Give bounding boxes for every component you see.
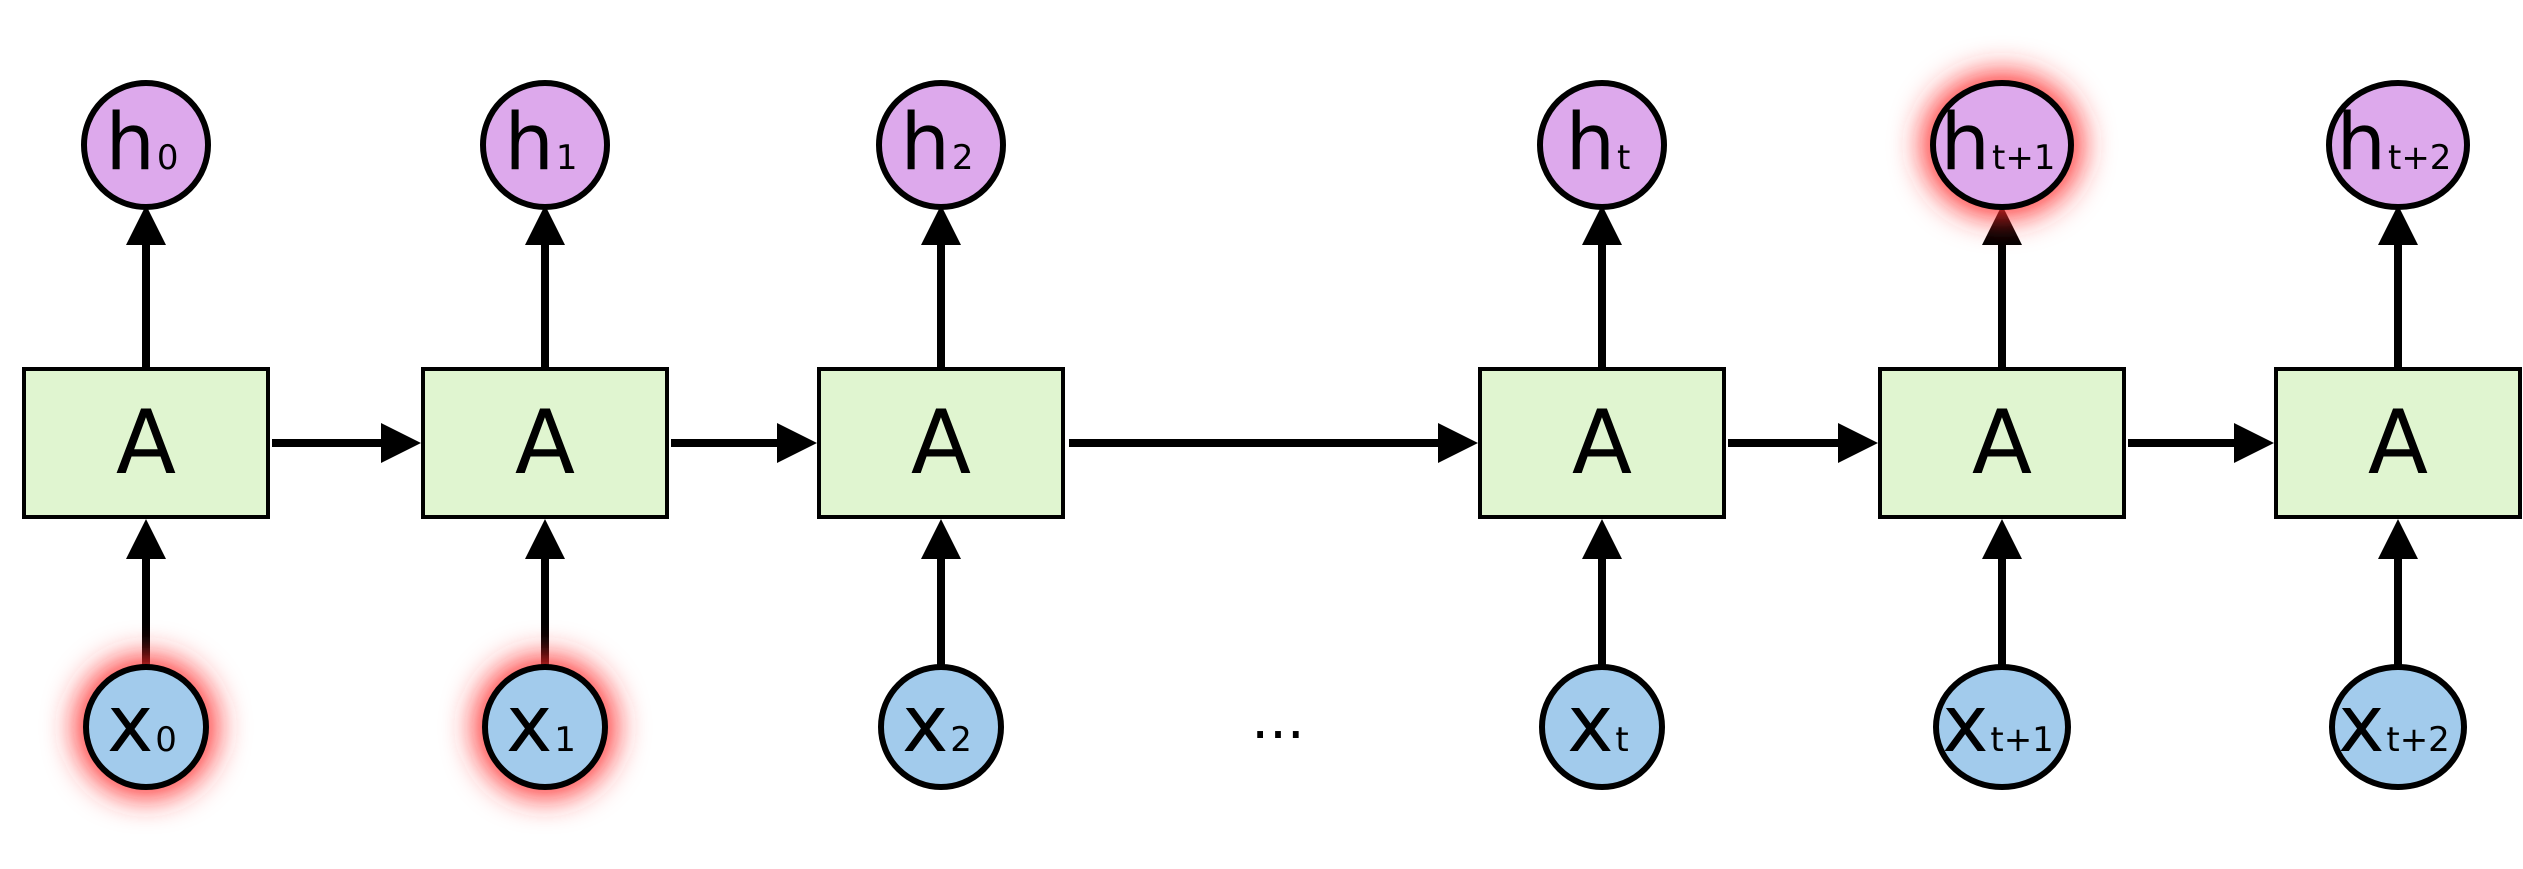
rnn-cell-1-label: A [515,391,575,494]
input-2-subscript: 2 [950,720,972,760]
connections-layer [126,205,2418,668]
input-5-circle [2329,664,2467,790]
hidden-state-2-circle [876,80,1006,210]
input-0-letter: x [107,680,153,770]
input-4-label: xt+1 [1942,680,2054,770]
hidden-state-4: ht+1 [1923,73,2081,217]
input-3-subscript: t [1615,720,1628,760]
input-arrow-3 [1582,519,1622,668]
input-2-circle [878,664,1004,790]
rnn-cell-2-box [817,367,1065,519]
input-3-label: xt [1567,680,1629,770]
recurrent-arrow-1 [671,423,817,463]
hidden-state-3-circle [1537,80,1667,210]
input-5: xt+2 [2329,664,2467,790]
hidden-state-3: ht [1537,80,1667,210]
hidden-state-4-subscript: t+1 [1992,138,2055,178]
rnn-cell-5-box [2274,367,2522,519]
recurrent-arrow-2 [1069,423,1478,463]
input-arrow-5 [2378,519,2418,668]
input-4-letter: x [1942,680,1988,770]
hidden-state-4-letter: h [1941,98,1990,188]
input-arrow-2 [921,519,961,668]
rnn-cell-1: A [421,367,669,519]
hidden-state-5-circle [2326,80,2470,210]
hidden-state-0: h0 [81,80,211,210]
input-5-label: xt+2 [2338,680,2450,770]
recurrent-arrow-0 [272,423,421,463]
rnn-cell-2: A [817,367,1065,519]
input-1-label: x1 [506,680,576,770]
recurrent-arrow-3 [1728,423,1878,463]
hidden-state-1-subscript: 1 [556,138,578,178]
hidden-state-5-letter: h [2337,98,2386,188]
hidden-state-2-letter: h [900,98,949,188]
rnn-cell-3-box [1478,367,1726,519]
output-arrow-5 [2378,205,2418,367]
hidden-state-0-letter: h [105,98,154,188]
output-arrow-0 [126,205,166,367]
rnn-cell-4: A [1878,367,2126,519]
output-arrow-3 [1582,205,1622,367]
hidden-state-2-subscript: 2 [952,138,974,178]
input-3-circle [1539,664,1665,790]
hidden-state-1: h1 [480,80,610,210]
hidden-state-3-label: ht [1566,98,1631,188]
hidden-state-2-label: h2 [900,98,973,188]
input-1-letter: x [506,680,552,770]
hidden-state-1-circle [480,80,610,210]
input-4: xt+1 [1933,664,2071,790]
hidden-state-2: h2 [876,80,1006,210]
input-arrow-0 [126,519,166,668]
input-0-subscript: 0 [155,720,177,760]
rnn-cell-5: A [2274,367,2522,519]
hidden-state-1-label: h1 [504,98,577,188]
input-2-label: x2 [902,680,972,770]
rnn-cell-0: A [22,367,270,519]
input-1-subscript: 1 [554,720,576,760]
output-arrow-4 [1982,205,2022,367]
hidden-state-5: ht+2 [2326,80,2470,210]
hidden-state-1-letter: h [504,98,553,188]
input-5-letter: x [2338,680,2384,770]
input-5-subscript: t+2 [2386,720,2449,760]
input-3: xt [1539,664,1665,790]
rnn-cell-4-label: A [1972,391,2032,494]
input-arrow-1 [525,519,565,668]
input-3-letter: x [1567,680,1613,770]
hidden-state-3-letter: h [1566,98,1615,188]
rnn-cell-3-label: A [1572,391,1632,494]
rnn-cell-0-box [22,367,270,519]
input-1: x1 [475,657,615,797]
hidden-state-3-subscript: t [1617,138,1630,178]
hidden-state-5-label: ht+2 [2337,98,2452,188]
input-0-circle [83,664,209,790]
recurrent-arrow-4 [2128,423,2274,463]
input-0-label: x0 [107,680,177,770]
input-4-circle [1933,664,2071,790]
input-0: x0 [76,657,216,797]
hidden-state-5-subscript: t+2 [2388,138,2451,178]
hidden-state-4-circle [1930,80,2074,210]
rnn-cell-3: A [1478,367,1726,519]
input-2: x2 [878,664,1004,790]
input-1-circle [482,664,608,790]
rnn-cell-1-box [421,367,669,519]
output-arrow-2 [921,205,961,367]
output-arrow-1 [525,205,565,367]
input-2-letter: x [902,680,948,770]
hidden-state-0-subscript: 0 [157,138,179,178]
hidden-state-0-label: h0 [105,98,178,188]
hidden-state-4-label: ht+1 [1941,98,2056,188]
ellipsis-text: ... [1251,687,1304,752]
rnn-cell-2-label: A [911,391,971,494]
rnn-cell-5-label: A [2368,391,2428,494]
input-4-subscript: t+1 [1990,720,2053,760]
input-arrow-4 [1982,519,2022,668]
rnn-cell-0-label: A [116,391,176,494]
rnn-cell-4-box [1878,367,2126,519]
hidden-state-0-circle [81,80,211,210]
